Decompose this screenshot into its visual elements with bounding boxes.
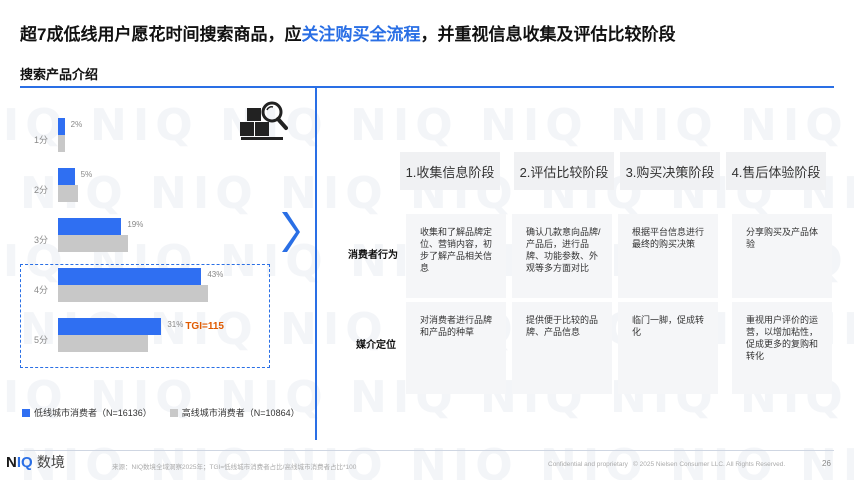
cell-media-evaluate: 提供便于比较的品牌、产品信息 (512, 302, 612, 394)
bar-high-tier (58, 185, 78, 202)
bar-low-tier (58, 118, 65, 135)
header-rule (20, 86, 834, 88)
panel-divider (315, 88, 317, 440)
cell-media-purchase: 临门一脚，促成转化 (618, 302, 718, 394)
category-label: 2分 (34, 185, 49, 195)
bar-value-label: 31% (167, 320, 184, 329)
stage-after-sales: 4.售后体验阶段 (726, 152, 826, 190)
logo-letters-iq: IQ (16, 454, 33, 471)
watermark-text: NIQ (740, 100, 849, 151)
category-label: 1分 (34, 135, 49, 145)
watermark-text: NIQ (350, 100, 459, 151)
watermark-text: NIQ (150, 440, 259, 480)
niq-logo: NIQ 数境 (6, 452, 65, 472)
legend-label-high: 高线城市消费者（N=10864） (181, 408, 300, 418)
watermark-text: NIQ (280, 440, 389, 480)
row-label-consumer-behavior: 消费者行为 (348, 250, 398, 261)
title-prefix: 超7成低线用户愿花时间搜索商品，应 (20, 25, 302, 44)
bar-high-tier (58, 235, 128, 252)
row-label-media-positioning: 媒介定位 (356, 340, 396, 351)
cell-behavior-evaluate: 确认几款意向品牌/产品后，进行品牌、功能参数、外观等多方面对比 (512, 214, 612, 298)
bar-value-label: 5% (80, 170, 93, 179)
bar-value-label: 19% (127, 220, 144, 229)
watermark-text: NIQ (410, 440, 519, 480)
category-label: 5分 (34, 335, 49, 345)
footer-source: 来源：NIQ数境全域洞察2025年；TGI=低线城市消费者占比/高线城市消费者占… (112, 464, 357, 471)
title-suffix: ，并重视信息收集及评估比较阶段 (420, 25, 676, 44)
stage-purchase: 3.购买决策阶段 (620, 152, 720, 190)
cell-behavior-purchase: 根据平台信息进行最终的购买决策 (618, 214, 718, 298)
watermark-text: NIQ (670, 440, 779, 480)
watermark-text: NIQ (480, 100, 589, 151)
footer-rule (20, 450, 834, 451)
rating-bar-chart: 1分 2% 2分 5% 3分 19% 4分 43% 5分 31%TGI=115 (0, 110, 300, 380)
cell-behavior-collect: 收集和了解品牌定位、营销内容，初步了解产品相关信息 (406, 214, 506, 298)
watermark-text: NIQ (540, 440, 649, 480)
bar-low-tier (58, 168, 75, 185)
bar-low-tier (58, 268, 202, 285)
chevron-right-icon (282, 212, 300, 252)
category-label: 4分 (34, 285, 49, 295)
category-label: 3分 (34, 235, 49, 245)
logo-letter-n: N (6, 454, 17, 471)
highlight-box (20, 264, 270, 368)
cell-media-after-sales: 重视用户评价的运营，以增加粘性，促成更多的复购和转化 (732, 302, 832, 394)
page-number: 26 (822, 459, 831, 468)
search-products-icon (240, 101, 288, 140)
legend-item-high: 高线城市消费者（N=10864） (169, 406, 300, 419)
section-subtitle: 搜索产品介绍 (20, 67, 99, 82)
legend-item-low: 低线城市消费者（N=16136） (22, 406, 152, 419)
legend-label-low: 低线城市消费者（N=16136） (34, 408, 152, 418)
footer-copyright: © 2025 Nielsen Consumer LLC. All Rights … (633, 461, 786, 468)
page-title: 超7成低线用户愿花时间搜索商品，应关注购买全流程，并重视信息收集及评估比较阶段 (20, 20, 675, 45)
bar-value-label: 2% (70, 120, 83, 129)
cell-media-collect: 对消费者进行品牌和产品的种草 (406, 302, 506, 394)
bar-high-tier (58, 135, 65, 152)
cell-behavior-after-sales: 分享购买及产品体验 (732, 214, 832, 298)
watermark-text: NIQ (610, 100, 719, 151)
bar-low-tier (58, 318, 162, 335)
bar-high-tier (58, 285, 208, 302)
footer-confidential: Confidential and proprietary (548, 461, 628, 468)
bar-low-tier (58, 218, 122, 235)
logo-cn: 数境 (36, 454, 65, 470)
chart-legend: 低线城市消费者（N=16136） 高线城市消费者（N=10864） (22, 406, 312, 419)
stage-evaluate: 2.评估比较阶段 (514, 152, 614, 190)
bar-high-tier (58, 335, 148, 352)
tgi-annotation: TGI=115 (185, 321, 224, 332)
bar-value-label: 43% (207, 270, 224, 279)
stage-collect-info: 1.收集信息阶段 (400, 152, 500, 190)
title-highlight: 关注购买全流程 (301, 25, 421, 44)
